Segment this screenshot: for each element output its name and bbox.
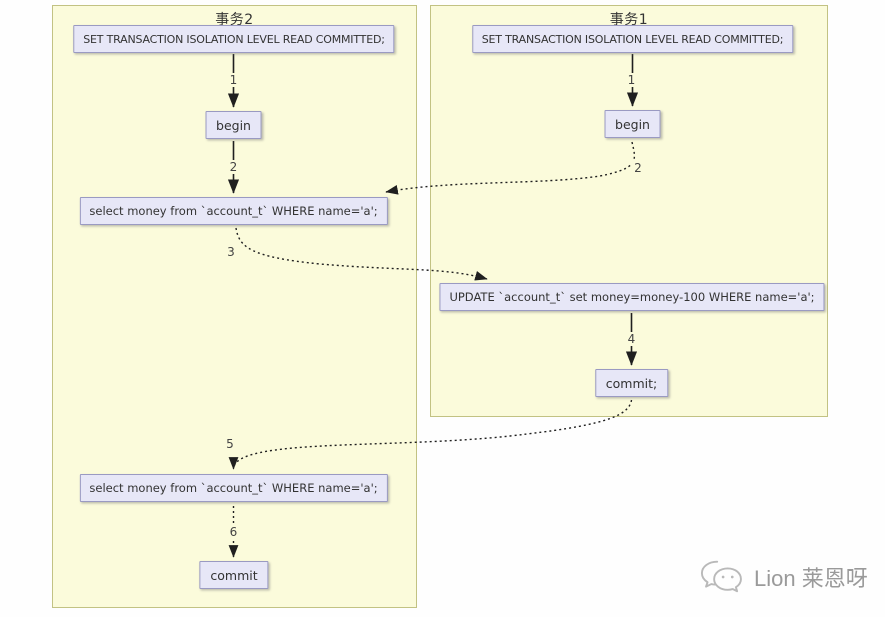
- transaction2-panel-title: 事务2: [215, 12, 254, 28]
- step-label-left-5: 5: [223, 437, 237, 451]
- left-select-node-2: select money from `account_t` WHERE name…: [79, 474, 388, 502]
- step-label-left-2: 2: [226, 160, 241, 174]
- left-commit-node: commit: [199, 561, 269, 589]
- left-select-node-1: select money from `account_t` WHERE name…: [79, 197, 388, 225]
- right-set-isolation-node: SET TRANSACTION ISOLATION LEVEL READ COM…: [471, 25, 794, 53]
- step-label-right-1: 1: [624, 73, 639, 87]
- step-label-left-6: 6: [226, 525, 241, 539]
- right-commit-node: commit;: [594, 369, 669, 397]
- left-set-isolation-node: SET TRANSACTION ISOLATION LEVEL READ COM…: [73, 25, 395, 53]
- step-label-right-4: 4: [624, 332, 639, 346]
- watermark-text: Lion 莱恩呀: [754, 566, 868, 591]
- transaction1-panel-title: 事务1: [609, 12, 649, 28]
- right-update-node: UPDATE `account_t` set money=money-100 W…: [439, 283, 825, 311]
- step-label-left-1: 1: [226, 73, 241, 87]
- watermark: Lion 莱恩呀: [696, 556, 868, 598]
- left-begin-node: begin: [205, 111, 262, 139]
- step-label-left-3: 3: [224, 245, 238, 259]
- transaction2-panel: 事务2: [52, 5, 417, 608]
- wechat-icon: [700, 560, 742, 593]
- transaction1-panel: 事务1: [430, 5, 828, 417]
- step-label-right-2: 2: [631, 161, 645, 175]
- right-begin-node: begin: [604, 110, 661, 138]
